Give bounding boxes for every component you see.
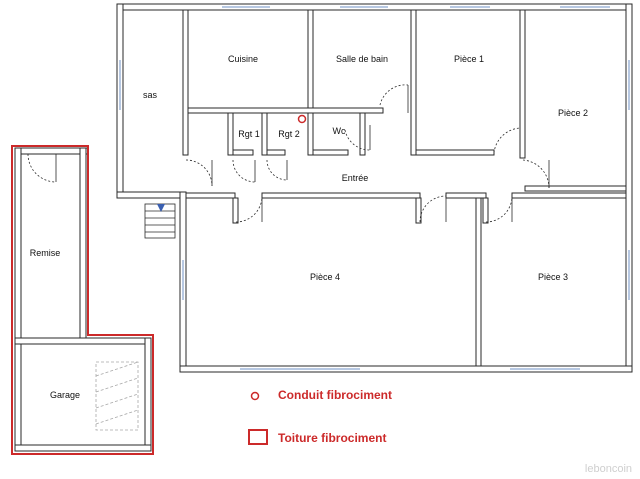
room-label-piece-4: Pièce 4 (309, 272, 341, 282)
wall-rgt2-right (307, 112, 314, 156)
wall-piece1-piece2 (519, 9, 526, 159)
room-label-wc: Wc (332, 126, 346, 136)
room-label-piece-1: Pièce 1 (453, 54, 485, 64)
door-swing (232, 159, 256, 183)
entrance-arrow-icon (157, 204, 165, 212)
wall-rgt1-bottom (232, 149, 254, 156)
door-swing (185, 159, 213, 187)
room-label-piece-2: Pièce 2 (557, 108, 589, 118)
door-swing (419, 195, 447, 223)
wall-stub-a (415, 197, 422, 224)
wall-right (625, 3, 633, 373)
door-swing (522, 159, 550, 189)
legend-toiture-label: Toiture fibrociment (278, 431, 387, 445)
door-swing (235, 195, 263, 223)
wall-remise-right (79, 147, 87, 339)
wall-stub-c (482, 197, 489, 224)
door-swing (27, 153, 57, 183)
room-label-salle-de-bain: Salle de bain (335, 54, 389, 64)
leboncoin-watermark: leboncoin (584, 463, 632, 475)
room-label-entree: Entrée (341, 173, 369, 183)
wall-cuisine-sdb (307, 9, 314, 111)
windows (119, 6, 630, 370)
wall-rgt1-right (261, 112, 268, 156)
wall-wc-right (359, 112, 366, 156)
wall-rgt1-left (227, 112, 234, 156)
wall-rgt2-bottom (266, 149, 286, 156)
wall-remise-top (14, 147, 89, 155)
legend-circle-icon (250, 391, 260, 401)
conduit-fibrociment-marker (297, 114, 307, 124)
room-label-sas: sas (142, 90, 158, 100)
door-swing (493, 127, 521, 154)
wall-cuisine-bottom (187, 107, 384, 114)
toiture-fibrociment-outline (11, 145, 154, 455)
wall-sdb-piece1 (410, 9, 417, 156)
garage-stairs (95, 361, 139, 431)
legend-conduit-label: Conduit fibrociment (278, 388, 392, 402)
wall-garage-top (14, 337, 152, 345)
door-swing (344, 129, 371, 151)
wall-piece1-bottom (415, 149, 495, 156)
wall-entree-bottom-d (511, 192, 627, 199)
wall-annex-left (14, 147, 22, 452)
room-label-rgt-2: Rgt 2 (278, 129, 300, 139)
room-label-rgt-1: Rgt 1 (238, 129, 260, 139)
wall-stub-b (232, 197, 239, 224)
walls (14, 3, 633, 452)
room-label-piece-3: Pièce 3 (537, 272, 569, 282)
wall-bottom (179, 365, 633, 373)
wall-entree-bottom-a (185, 192, 236, 199)
wall-entree-bottom-b (261, 192, 421, 199)
wall-garage-right (144, 337, 152, 452)
wall-sas-right (182, 9, 189, 156)
room-label-garage: Garage (49, 390, 81, 400)
wall-entree-bottom-c (445, 192, 487, 199)
wall-sas-bottom (116, 191, 187, 199)
door-swing (379, 84, 409, 106)
legend-square-icon (248, 429, 268, 445)
door-leaves (55, 85, 550, 222)
wall-piece4-piece3 (475, 197, 482, 367)
wall-garage-bottom (14, 444, 152, 452)
door-swing (485, 195, 513, 223)
door-swing (266, 159, 288, 181)
room-label-cuisine: Cuisine (227, 54, 259, 64)
wall-wc-bottom (312, 149, 349, 156)
wall-piece2-bottom (524, 185, 627, 192)
room-label-remise: Remise (29, 248, 61, 258)
